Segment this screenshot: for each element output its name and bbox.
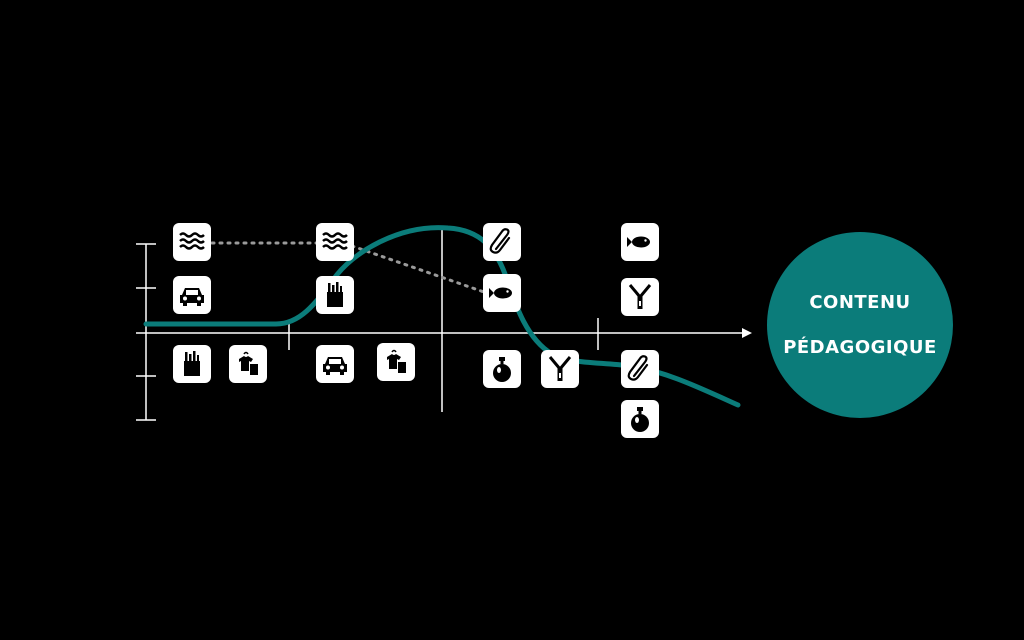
fish-icon xyxy=(621,223,659,261)
car-icon xyxy=(316,345,354,383)
pencil-cup-icon xyxy=(316,276,354,314)
dotted-connector xyxy=(350,244,486,294)
fish-icon xyxy=(483,274,521,312)
paperclip-icon xyxy=(483,223,521,261)
pencil-cup-icon xyxy=(173,345,211,383)
zipper-icon xyxy=(541,350,579,388)
clothes-icon xyxy=(229,345,267,383)
perfume-icon xyxy=(621,400,659,438)
waves-icon xyxy=(316,223,354,261)
paperclip-icon xyxy=(621,350,659,388)
contenu-pedagogique-bubble: CONTENU PÉDAGOGIQUE xyxy=(767,232,953,418)
bubble-line-2: PÉDAGOGIQUE xyxy=(783,336,937,358)
bubble-line-1: CONTENU xyxy=(809,291,911,313)
car-icon xyxy=(173,276,211,314)
x-axis-arrow xyxy=(742,328,752,338)
clothes-icon xyxy=(377,343,415,381)
perfume-icon xyxy=(483,350,521,388)
waves-icon xyxy=(173,223,211,261)
zipper-icon xyxy=(621,278,659,316)
